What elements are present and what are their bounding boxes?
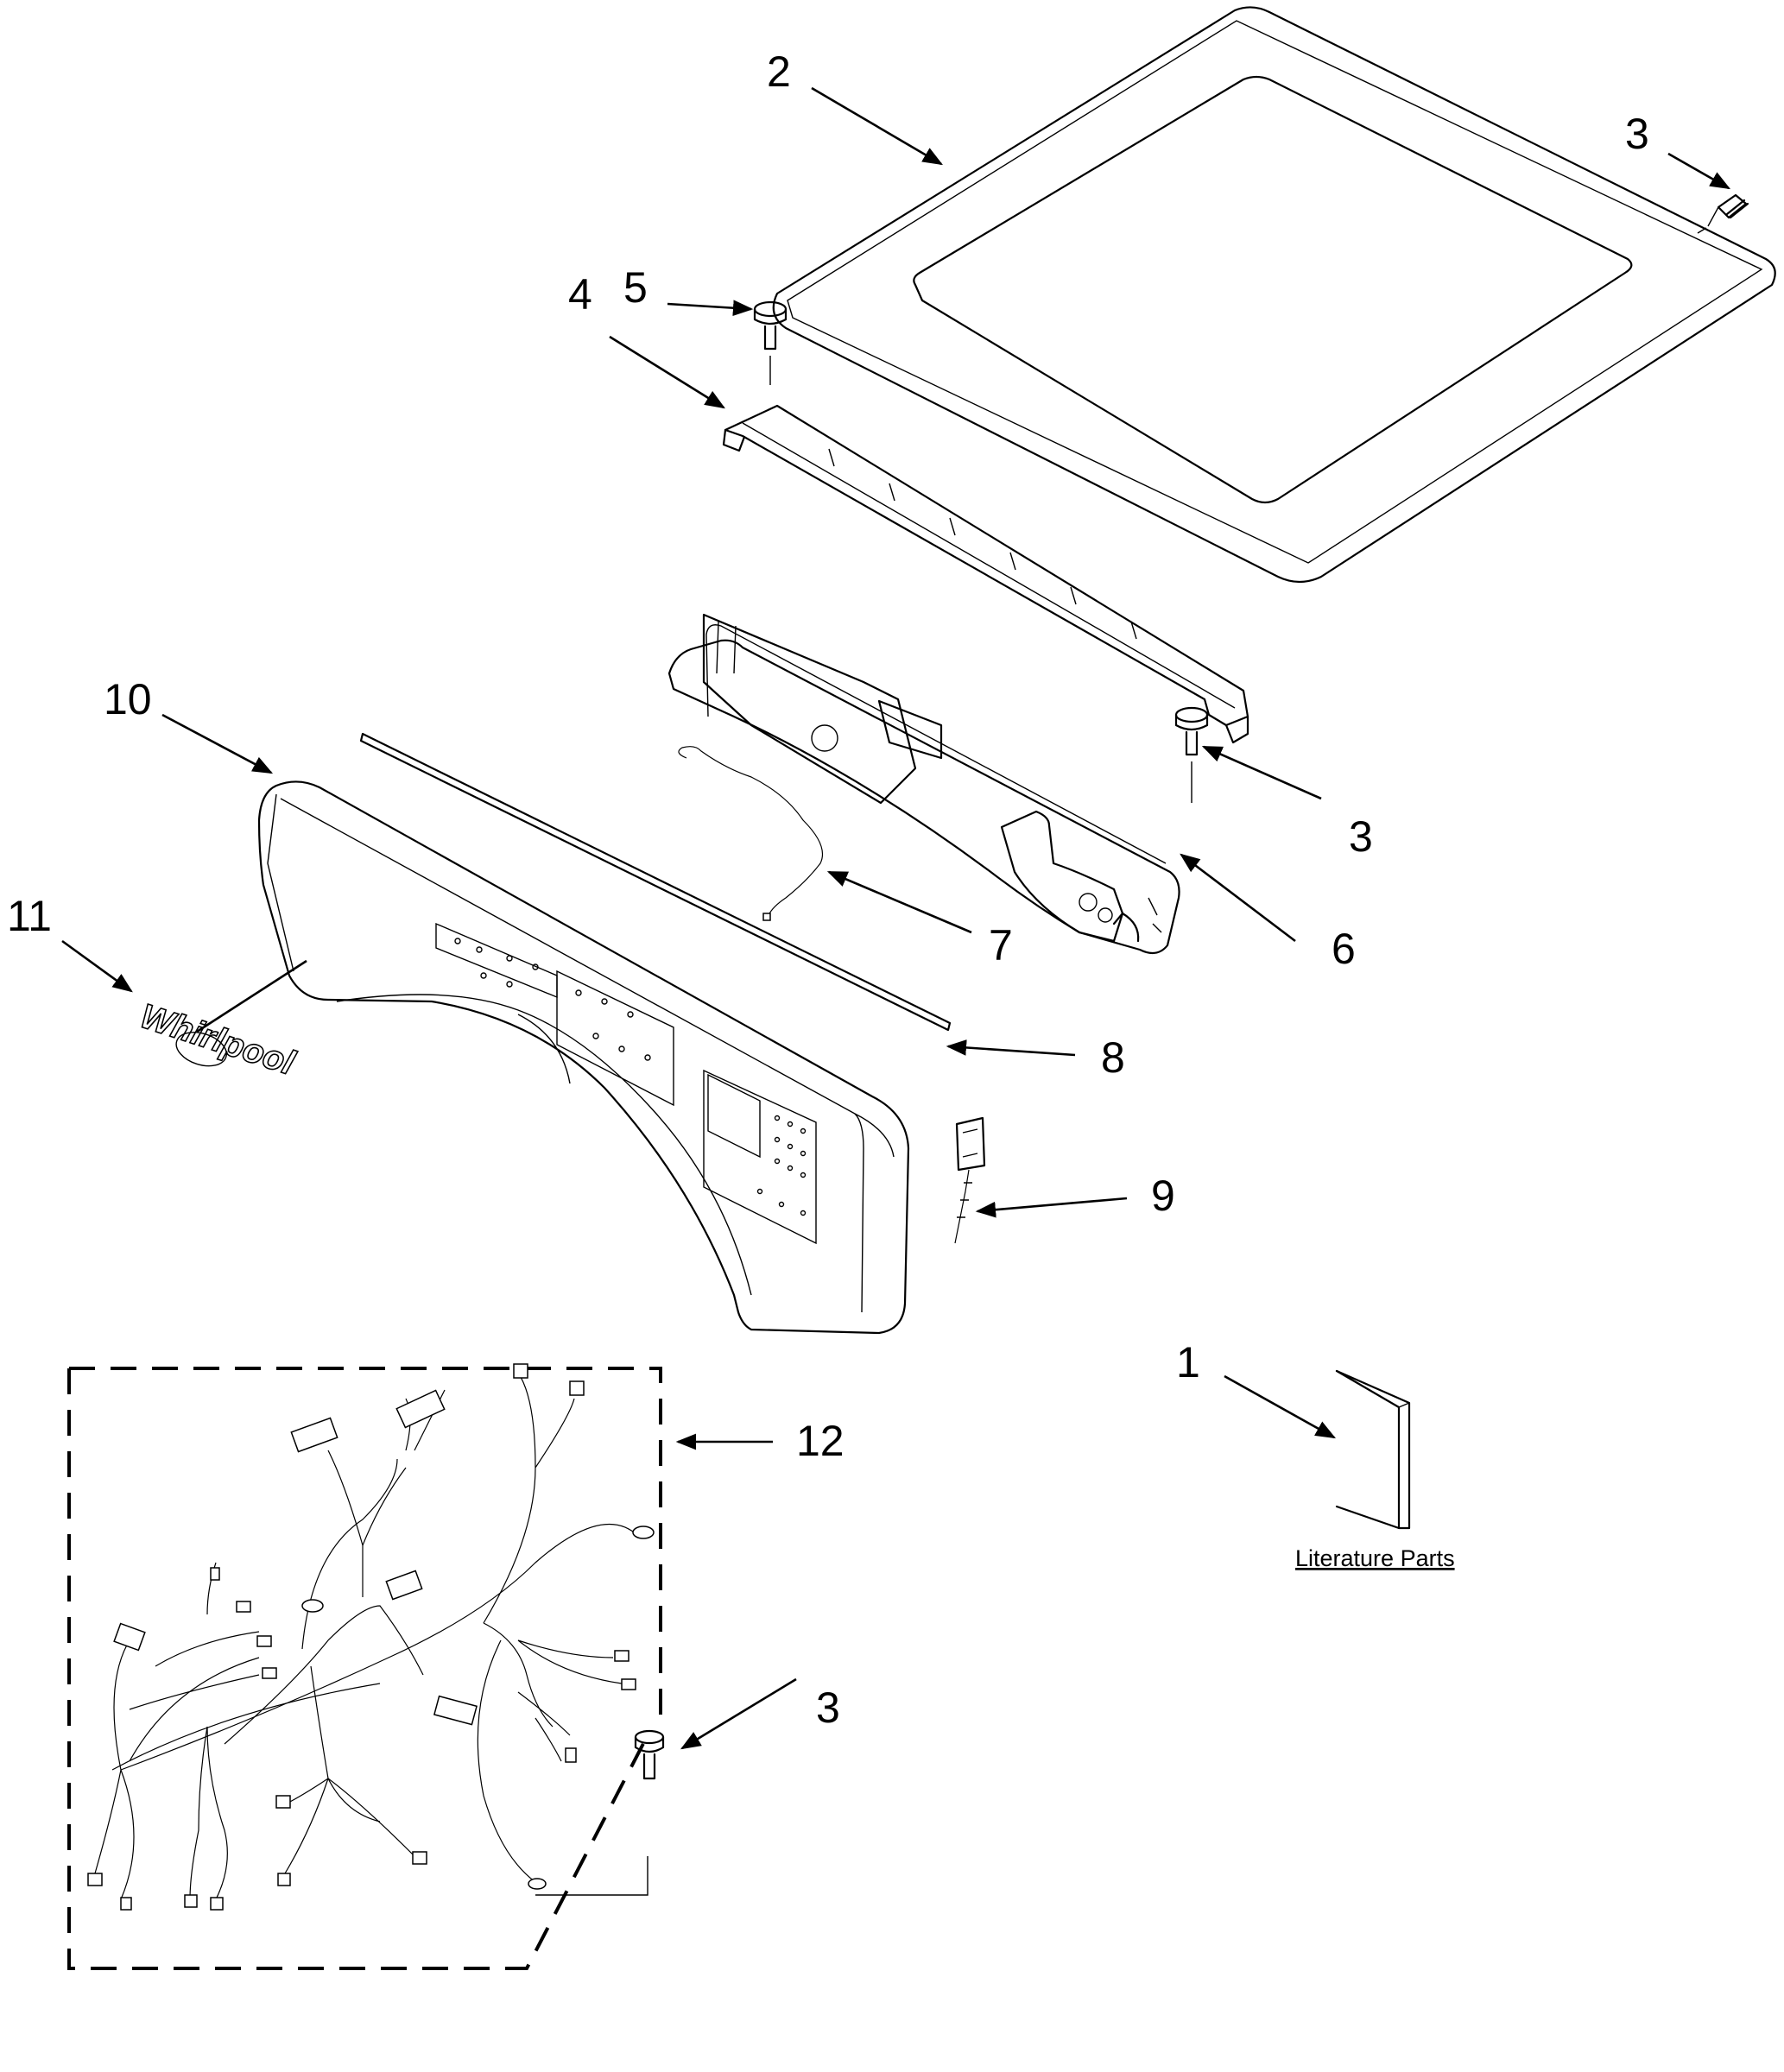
callout-5: 5 bbox=[623, 263, 648, 312]
console-back bbox=[667, 613, 1180, 955]
button-holes bbox=[454, 938, 807, 1216]
callout-2: 2 bbox=[767, 47, 791, 96]
callout-12: 12 bbox=[796, 1417, 845, 1465]
bracket-rail bbox=[722, 404, 1249, 744]
callout-4: 4 bbox=[568, 270, 592, 319]
screw-icon bbox=[634, 1729, 665, 1780]
literature-parts-label: Literature Parts bbox=[1295, 1545, 1455, 1571]
control-console bbox=[257, 780, 910, 1335]
trim-strip bbox=[359, 732, 952, 1032]
callout-3: 3 bbox=[816, 1684, 840, 1732]
callout-9: 9 bbox=[1151, 1172, 1175, 1220]
callout-8: 8 bbox=[1101, 1033, 1125, 1082]
literature-booklet bbox=[1335, 1369, 1411, 1530]
callout-3: 3 bbox=[1349, 812, 1373, 861]
screw-icon bbox=[1174, 706, 1209, 803]
callout-6: 6 bbox=[1332, 925, 1356, 973]
callout-11: 11 bbox=[7, 892, 52, 940]
screw-icon bbox=[1697, 193, 1749, 234]
whirlpool-logo: Whirlpool bbox=[135, 996, 300, 1083]
screw-icon bbox=[753, 300, 788, 385]
harness-connectors bbox=[87, 1363, 655, 1911]
callout-7: 7 bbox=[989, 921, 1013, 970]
wire-harness-box bbox=[67, 1367, 662, 1970]
callout-3: 3 bbox=[1625, 110, 1649, 158]
switch-part bbox=[954, 1116, 986, 1244]
callout-1: 1 bbox=[1176, 1338, 1200, 1387]
wire-harness-main bbox=[94, 1372, 640, 1900]
wire-harness-small bbox=[678, 746, 824, 921]
leader-arrows bbox=[61, 86, 1731, 1750]
callout-10: 10 bbox=[104, 675, 152, 723]
